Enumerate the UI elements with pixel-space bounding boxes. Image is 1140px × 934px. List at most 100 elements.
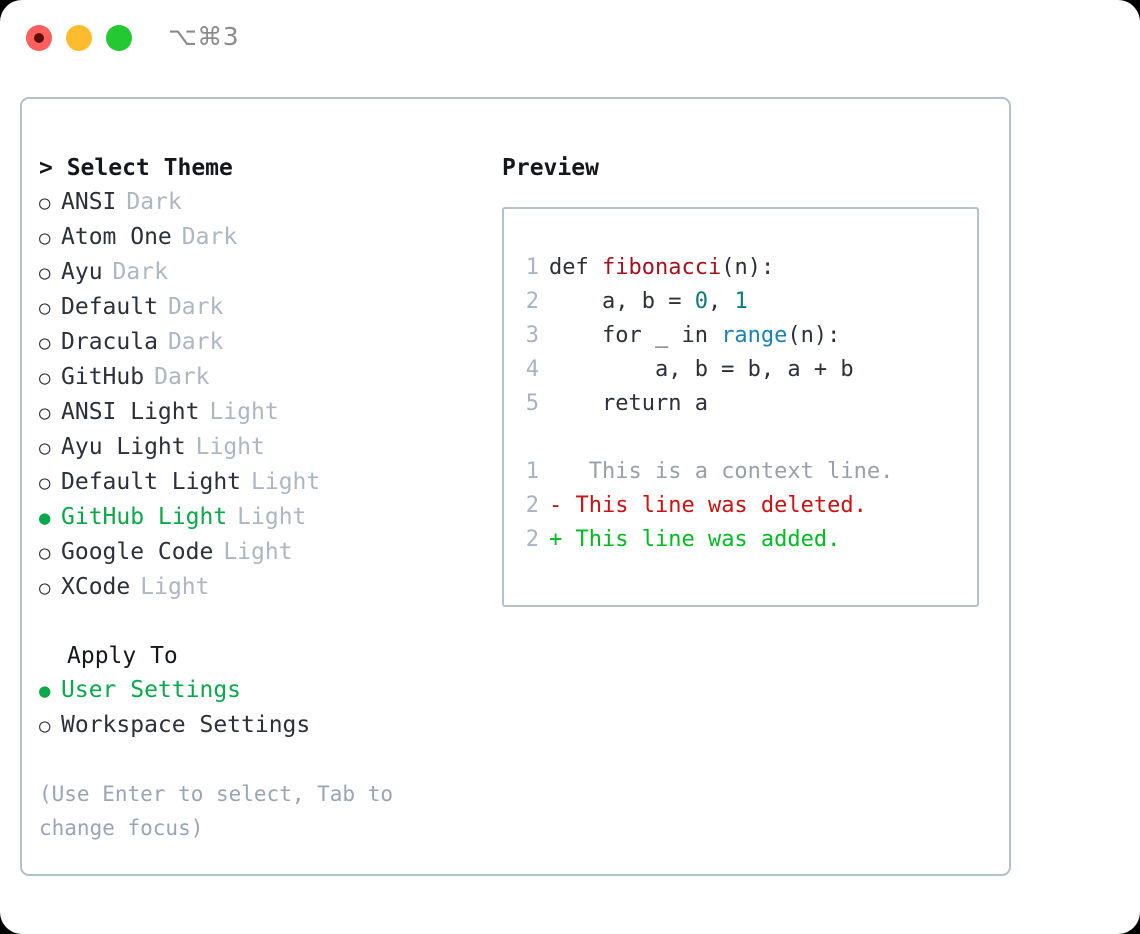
code-token: (n):	[787, 323, 841, 348]
code-token: for _ in	[549, 323, 722, 348]
theme-option-label: Atom One	[61, 224, 172, 250]
code-line: 3 for _ in range(n):	[517, 319, 971, 353]
line-number: 1	[525, 255, 539, 280]
theme-option-github[interactable]: ○ GitHub Dark	[39, 360, 489, 395]
code-token: 1	[734, 289, 748, 314]
theme-variant-tag: Dark	[154, 364, 210, 390]
apply-to-option-label: Workspace Settings	[61, 712, 311, 738]
theme-variant-tag: Dark	[167, 294, 224, 320]
radio-unselected-icon: ○	[39, 227, 51, 249]
theme-option-ayu[interactable]: ○ Ayu Dark	[39, 255, 489, 290]
apply-to-option-workspace-settings[interactable]: ○ Workspace Settings	[39, 708, 489, 743]
diff-line-ctx: 1 This is a context line.	[517, 455, 971, 489]
window-controls	[26, 25, 132, 51]
theme-variant-tag: Light	[195, 434, 265, 460]
apply-to-heading: Apply To	[67, 643, 178, 669]
apply-to-list: ● User Settings ○ Workspace Settings	[39, 673, 489, 743]
theme-variant-tag: Light	[140, 574, 210, 600]
theme-variant-tag: Dark	[167, 329, 224, 355]
theme-option-label: Ayu Light	[61, 434, 186, 460]
diff-sample: 1 This is a context line.2- This line wa…	[517, 455, 971, 557]
theme-variant-tag: Dark	[181, 224, 238, 250]
diff-line-del: 2- This line was deleted.	[517, 489, 971, 523]
theme-option-label: GitHub	[61, 364, 145, 390]
line-number: 2	[525, 493, 539, 518]
radio-selected-icon: ●	[39, 507, 51, 529]
code-token: def	[549, 255, 602, 280]
theme-option-label: Dracula	[61, 329, 158, 355]
theme-option-label: XCode	[61, 574, 131, 600]
line-number: 4	[525, 357, 539, 382]
code-token: a, b = b, a + b	[549, 357, 854, 382]
radio-unselected-icon: ○	[39, 437, 51, 459]
line-number: 2	[525, 527, 539, 552]
diff-sign: -	[549, 493, 563, 518]
theme-option-label: ANSI	[61, 189, 117, 215]
zoom-icon[interactable]	[106, 25, 132, 51]
radio-unselected-icon: ○	[39, 402, 51, 424]
theme-option-label: Default	[61, 294, 158, 320]
code-line: 4 a, b = b, a + b	[517, 353, 971, 387]
theme-option-github-light[interactable]: ● GitHub Light Light	[39, 500, 489, 535]
apply-to-option-label: User Settings	[61, 677, 242, 703]
code-token: ,	[707, 289, 735, 314]
code-token: a, b =	[549, 289, 695, 314]
theme-option-ansi[interactable]: ○ ANSI Dark	[39, 185, 489, 220]
radio-unselected-icon: ○	[39, 332, 51, 354]
theme-variant-tag: Light	[209, 399, 279, 425]
line-number: 3	[525, 323, 539, 348]
radio-unselected-icon: ○	[39, 192, 51, 214]
code-token: range	[721, 323, 788, 348]
diff-line-add: 2+ This line was added.	[517, 523, 971, 557]
theme-option-label: GitHub Light	[61, 504, 228, 530]
theme-option-label: Default Light	[61, 469, 242, 495]
code-token: return a	[549, 391, 708, 416]
radio-unselected-icon: ○	[39, 367, 51, 389]
code-line: 2 a, b = 0, 1	[517, 285, 971, 319]
theme-option-ansi-light[interactable]: ○ ANSI Light Light	[39, 395, 489, 430]
diff-text: This is a context line.	[562, 459, 894, 484]
radio-unselected-icon: ○	[39, 472, 51, 494]
line-number: 1	[525, 459, 539, 484]
apply-to-option-user-settings[interactable]: ● User Settings	[39, 673, 489, 708]
theme-option-default-light[interactable]: ○ Default Light Light	[39, 465, 489, 500]
line-number: 2	[525, 289, 539, 314]
theme-option-google-code[interactable]: ○ Google Code Light	[39, 535, 489, 570]
radio-selected-icon: ●	[39, 680, 51, 702]
line-number: 5	[525, 391, 539, 416]
theme-option-label: Ayu	[61, 259, 103, 285]
close-icon[interactable]	[26, 25, 52, 51]
theme-option-ayu-light[interactable]: ○ Ayu Light Light	[39, 430, 489, 465]
theme-variant-tag: Dark	[126, 189, 182, 215]
minimize-icon[interactable]	[66, 25, 92, 51]
theme-variant-tag: Dark	[112, 259, 168, 285]
theme-variant-tag: Light	[251, 469, 321, 495]
diff-sign: +	[549, 527, 563, 552]
theme-variant-tag: Light	[237, 504, 307, 530]
radio-unselected-icon: ○	[39, 542, 51, 564]
radio-unselected-icon: ○	[39, 715, 51, 737]
theme-option-atom-one[interactable]: ○ Atom One Dark	[39, 220, 489, 255]
code-line: 1 def fibonacci(n):	[517, 251, 971, 285]
section-spacer	[39, 605, 489, 639]
diff-sign	[549, 459, 562, 484]
select-theme-heading: > Select Theme	[39, 155, 233, 181]
diff-text: This line was deleted.	[562, 493, 867, 518]
keyboard-shortcut-label: ⌥⌘3	[168, 22, 240, 51]
keyboard-hint: (Use Enter to select, Tab to change focu…	[39, 782, 406, 840]
code-token: fibonacci	[601, 255, 722, 280]
theme-option-label: ANSI Light	[61, 399, 200, 425]
theme-option-label: Google Code	[61, 539, 214, 565]
theme-variant-tag: Light	[223, 539, 293, 565]
radio-unselected-icon: ○	[39, 262, 51, 284]
code-token: (n):	[721, 255, 775, 280]
theme-option-dracula[interactable]: ○ Dracula Dark	[39, 325, 489, 360]
